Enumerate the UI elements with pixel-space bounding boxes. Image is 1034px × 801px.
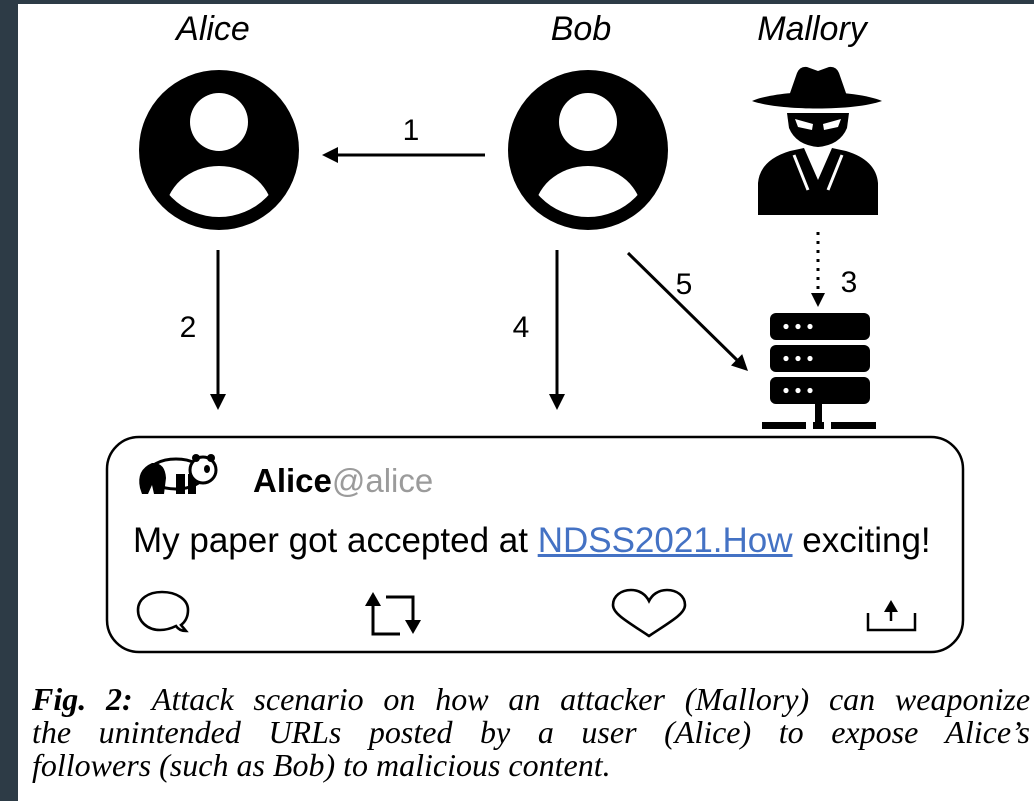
server-base-right — [831, 422, 876, 429]
caption-text-1: Attack scenario on how an attacker (Mall… — [151, 681, 1031, 717]
spy-right-eye — [823, 119, 841, 130]
step-1-label: 1 — [403, 114, 420, 147]
bob-user-circle-icon — [508, 70, 668, 230]
spy-left-eye — [795, 119, 813, 130]
server-unit — [770, 313, 870, 340]
tweet-text-after-link: exciting! — [792, 521, 931, 560]
retweet-icon — [365, 592, 421, 636]
step-5-label: 5 — [676, 268, 693, 301]
mallory-spy-icon — [752, 66, 882, 215]
tweet-card — [105, 435, 965, 654]
comment-icon — [136, 590, 190, 633]
tweet-header: Alice@alice — [253, 461, 433, 501]
panda-icon — [139, 454, 218, 494]
spy-coat — [758, 148, 878, 215]
avatar-shoulders — [534, 166, 642, 217]
arrow-step-4 — [549, 250, 565, 410]
figure-caption: Fig. 2: Attack scenario on how an attack… — [32, 683, 1030, 782]
server-indicator-dots — [783, 323, 813, 394]
alice-user-circle-icon — [139, 70, 299, 230]
spy-hat-crown — [789, 66, 847, 96]
avatar-shoulders — [165, 166, 273, 217]
caption-line-3: followers (such as Bob) to malicious con… — [32, 747, 611, 783]
figure-number: Fig. 2: — [32, 681, 133, 717]
arrow-step-5 — [626, 251, 748, 371]
arrow-step-1 — [322, 147, 485, 163]
server-base-left — [762, 422, 806, 429]
alice-label: Alice — [174, 10, 250, 48]
step-2-label: 2 — [180, 311, 197, 344]
tweet-display-name: Alice — [253, 462, 332, 499]
server-stem — [815, 404, 822, 422]
caption-line-2: the unintended URLs posted by a user (Al… — [32, 714, 1030, 750]
tweet-handle: @alice — [331, 462, 434, 499]
server-base-center — [813, 422, 824, 429]
spy-hat-brim — [752, 92, 882, 109]
arrow-step-2 — [210, 250, 226, 410]
step-4-label: 4 — [513, 311, 530, 344]
caption-line-1: Fig. 2: Attack scenario on how an attack… — [32, 683, 1030, 716]
server-unit — [770, 345, 870, 372]
server-icon — [762, 313, 876, 429]
spy-face — [787, 113, 849, 147]
avatar-head — [559, 93, 617, 151]
avatar-head — [190, 93, 248, 151]
bob-label: Bob — [551, 10, 612, 48]
server-unit — [770, 377, 870, 404]
tweet-url-link: NDSS2021.How — [537, 521, 793, 560]
share-icon — [866, 600, 917, 632]
mallory-label: Mallory — [757, 10, 869, 48]
tweet-text-before-link: My paper got accepted at — [133, 521, 538, 560]
spy-coat-lapels — [792, 154, 844, 191]
tweet-text: My paper got accepted at NDSS2021.How ex… — [133, 519, 931, 563]
step-3-label: 3 — [841, 266, 858, 299]
arrow-step-3 — [811, 232, 825, 307]
heart-icon — [611, 588, 687, 638]
